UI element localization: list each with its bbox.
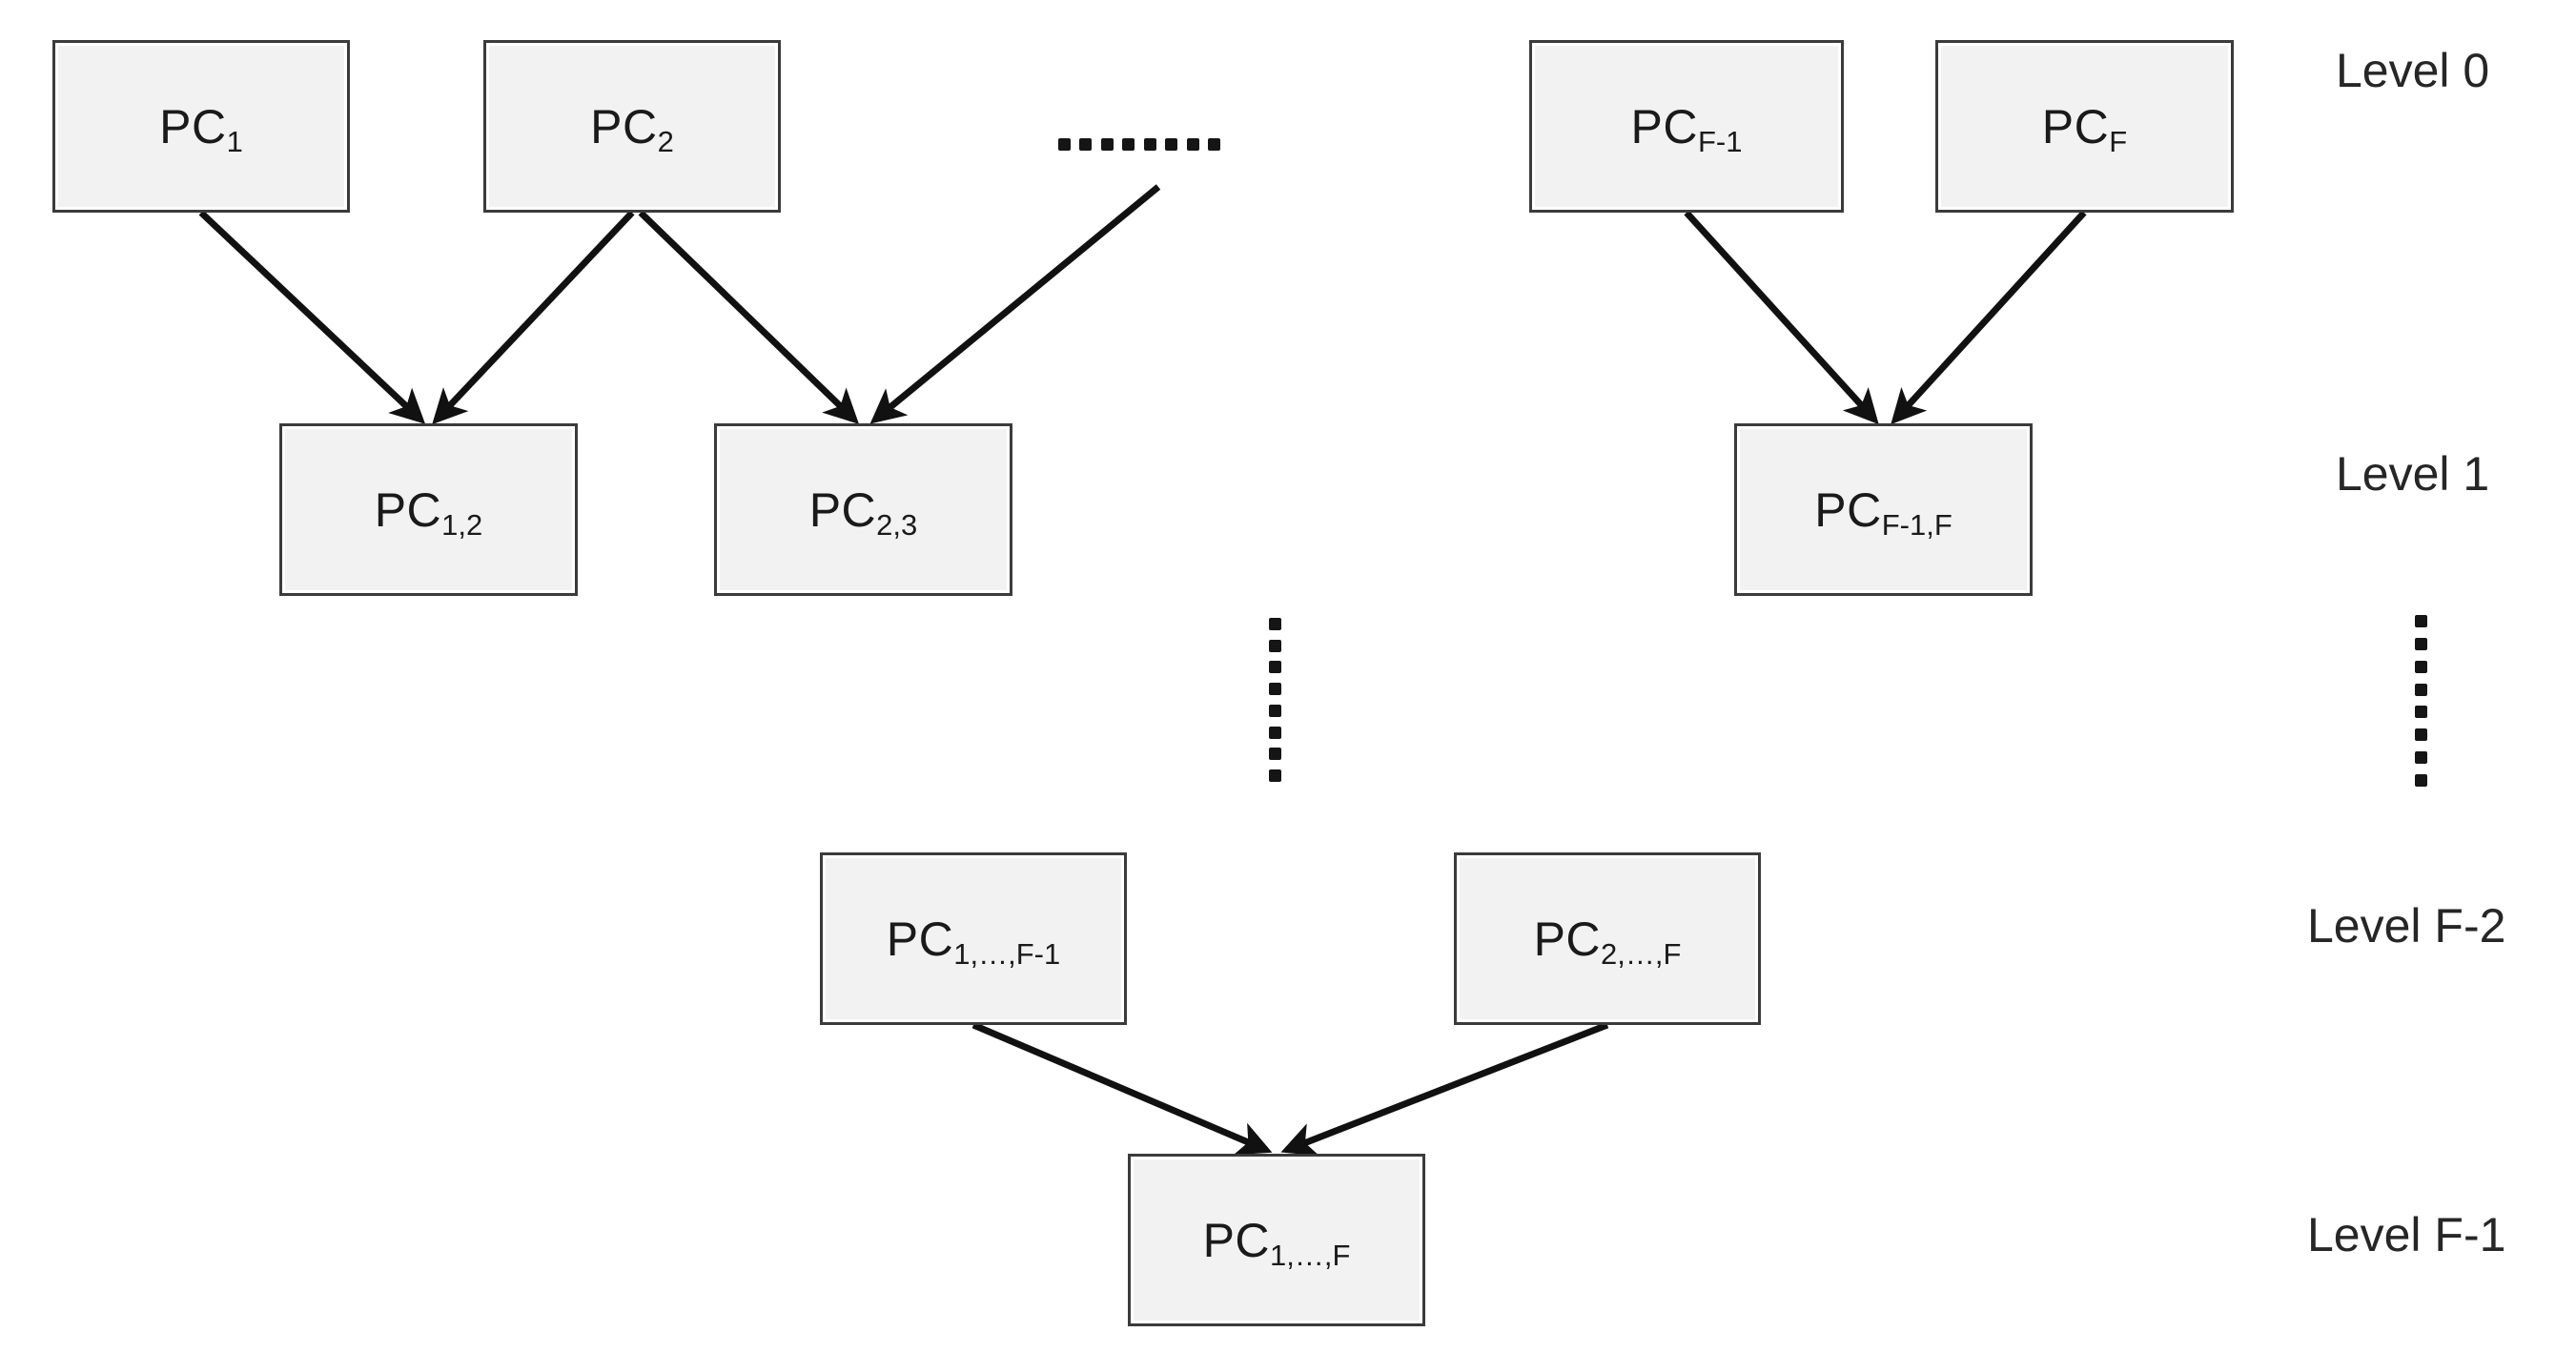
ellipsis-dot xyxy=(1122,137,1135,151)
ellipsis-dot xyxy=(2414,706,2427,719)
edge-pc2-to-pc12 xyxy=(432,210,635,425)
ellipsis-dot xyxy=(1079,137,1093,151)
node-label-subscript: 1,…,F-1 xyxy=(953,936,1061,971)
node-label-subscript: 1,…,F xyxy=(1270,1238,1351,1272)
node-label-base: PC xyxy=(1630,99,1698,154)
node-label-base: PC xyxy=(590,99,658,154)
node-label-base: PC xyxy=(374,482,442,537)
node-label: PC2 xyxy=(590,99,674,156)
ellipsis-dot xyxy=(1268,618,1281,630)
ellipsis-dot xyxy=(2414,773,2427,787)
level-label-level-1: Level 1 xyxy=(2336,447,2490,501)
node-pc1[interactable]: PC1 xyxy=(52,40,350,213)
level-label-level-0: Level 0 xyxy=(2336,44,2490,97)
node-label: PCF-1 xyxy=(1630,99,1743,156)
node-label: PC1 xyxy=(159,99,243,156)
node-label: PC1,…,F-1 xyxy=(886,912,1060,969)
edge-pc2f-to-pc1f xyxy=(1280,1021,1609,1157)
ellipsis-dot xyxy=(1165,137,1178,151)
ellipsis-dot xyxy=(2414,637,2427,650)
node-label-subscript: 2,…,F xyxy=(1601,936,1682,971)
ellipsis-dot xyxy=(1207,137,1220,151)
ellipsis-dot xyxy=(1268,683,1281,696)
node-label: PC2,3 xyxy=(808,482,918,540)
node-label: PCF xyxy=(2041,99,2127,156)
node-pc2[interactable]: PC2 xyxy=(483,40,781,213)
node-label-subscript: 1,2 xyxy=(441,507,483,542)
node-pc23[interactable]: PC2,3 xyxy=(714,423,1012,596)
node-label: PC1,…,F xyxy=(1202,1213,1351,1270)
node-label-subscript: F-1,F xyxy=(1881,507,1952,542)
node-pc2f[interactable]: PC2,…,F xyxy=(1454,852,1761,1025)
ellipsis-dot xyxy=(2414,660,2427,673)
node-pc1f[interactable]: PC1,…,F xyxy=(1128,1154,1425,1326)
ellipsis-dot xyxy=(2414,728,2427,742)
node-label-base: PC xyxy=(2041,99,2110,154)
node-label: PC2,…,F xyxy=(1533,912,1682,969)
node-label-base: PC xyxy=(1202,1213,1271,1267)
node-pc12[interactable]: PC1,2 xyxy=(279,423,578,596)
ellipsis-dot xyxy=(2414,615,2427,627)
node-pc1f1[interactable]: PC1,…,F-1 xyxy=(820,852,1127,1025)
middle-ellipsis xyxy=(1268,618,1281,782)
edge-pc1-to-pc12 xyxy=(198,210,426,424)
node-label-base: PC xyxy=(886,912,954,966)
levels-ellipsis xyxy=(2414,615,2427,787)
ellipsis-dot xyxy=(1268,704,1281,717)
ellipsis-dot xyxy=(2414,751,2427,765)
node-label-subscript: 1 xyxy=(226,124,243,158)
node-pcf[interactable]: PCF xyxy=(1935,40,2234,213)
node-label-subscript: F xyxy=(2109,124,2128,158)
ellipsis-dot xyxy=(1058,137,1071,151)
level-label-level-f-2: Level F-2 xyxy=(2307,899,2506,953)
level-label-level-f-1: Level F-1 xyxy=(2307,1208,2506,1261)
edge-pcf1-to-pcf1f xyxy=(1684,210,1879,425)
node-label-subscript: 2,3 xyxy=(876,507,918,542)
node-label: PC1,2 xyxy=(374,482,483,540)
ellipsis-dot xyxy=(1268,748,1281,761)
edge-pc2-to-pc23 xyxy=(638,210,860,424)
node-label-base: PC xyxy=(808,482,877,537)
edge-pc1f1-to-pc1f xyxy=(971,1021,1273,1156)
ellipsis-dot xyxy=(1268,661,1281,674)
ellipsis-dot xyxy=(1268,726,1281,739)
ellipsis-dot xyxy=(1100,137,1114,151)
node-pcf1[interactable]: PCF-1 xyxy=(1529,40,1844,213)
top-row-ellipsis xyxy=(1058,137,1220,151)
node-label-base: PC xyxy=(1533,912,1602,966)
node-label-base: PC xyxy=(1814,482,1882,537)
node-pcf1f[interactable]: PCF-1,F xyxy=(1734,423,2033,596)
node-label-subscript: F-1 xyxy=(1697,124,1743,158)
ellipsis-dot xyxy=(1268,769,1281,782)
node-label-subscript: 2 xyxy=(657,124,674,158)
ellipsis-dot xyxy=(2414,683,2427,696)
node-label: PCF-1,F xyxy=(1814,482,1952,540)
edge-pcf-to-pcf1f xyxy=(1891,210,2087,425)
node-label-base: PC xyxy=(159,99,227,154)
ellipsis-dot xyxy=(1186,137,1199,151)
ellipsis-dot xyxy=(1143,137,1156,151)
edge-dots-to-pc23 xyxy=(869,184,1161,424)
ellipsis-dot xyxy=(1268,639,1281,652)
